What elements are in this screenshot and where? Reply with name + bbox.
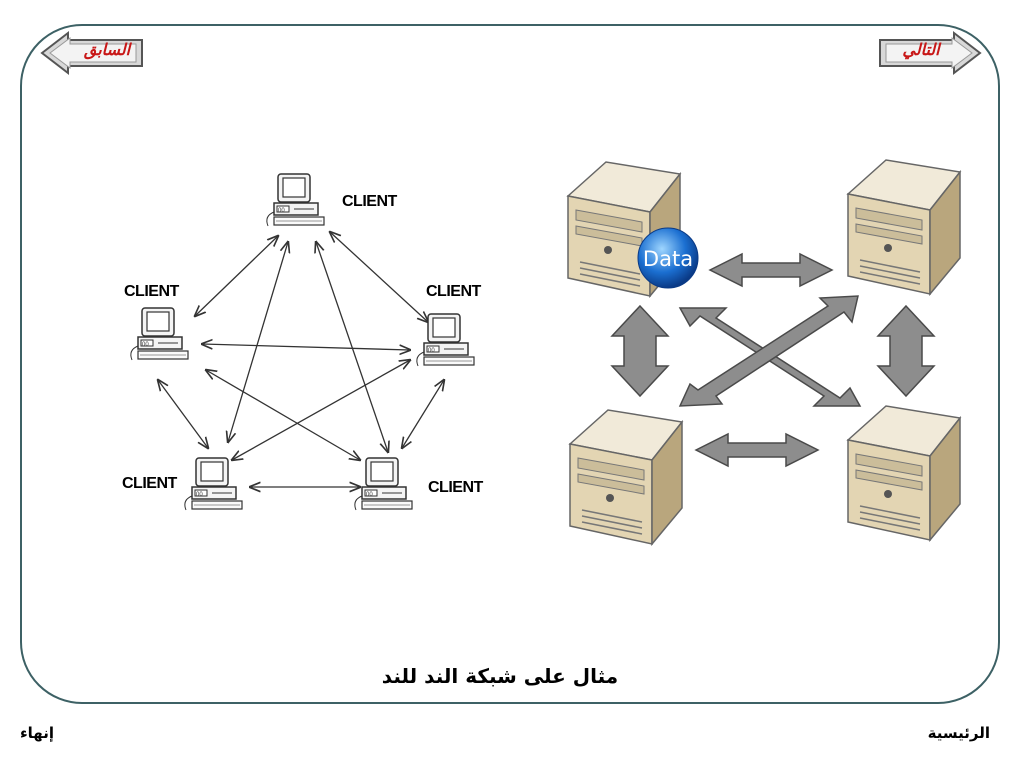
exit-link[interactable]: إنهاء: [20, 724, 54, 742]
server-icon: [847, 405, 961, 541]
diagonal-arrow-icon: [678, 295, 859, 407]
home-link[interactable]: الرئيسية: [927, 724, 990, 742]
client-computer-icon: [130, 307, 189, 361]
previous-button[interactable]: السابق: [38, 30, 146, 76]
client-computer-icon: [416, 313, 475, 367]
client-label: CLIENT: [124, 283, 180, 300]
link-arrow: [206, 370, 360, 460]
server-icon: [569, 409, 683, 545]
double-arrow-icon: [610, 304, 670, 398]
link-arrow: [158, 380, 208, 448]
double-arrow-icon: [694, 432, 820, 468]
link-arrow: [330, 232, 428, 322]
data-label: Data: [643, 247, 693, 271]
data-globe-icon: [637, 227, 699, 289]
link-arrow: [202, 344, 410, 350]
server-mesh-diagram: Data: [567, 159, 961, 545]
client-computer-icon: [354, 457, 413, 511]
slide-frame: [20, 24, 1000, 704]
left-arrow-icon: [40, 30, 143, 76]
client-label: CLIENT: [122, 475, 178, 492]
client-label: CLIENT: [426, 283, 482, 300]
client-label: CLIENT: [342, 193, 398, 210]
double-arrow-icon: [876, 304, 936, 398]
link-arrow: [232, 360, 410, 460]
link-arrow: [402, 380, 444, 448]
link-arrow: [195, 236, 278, 316]
double-arrow-icon: [708, 252, 834, 288]
slide-caption: مثال على شبكة الند للند: [381, 664, 619, 688]
server-icon: [847, 159, 961, 295]
client-computer-icon: [184, 457, 243, 511]
next-button[interactable]: التالي: [876, 30, 984, 76]
previous-button-label: السابق: [83, 42, 131, 59]
client-label: CLIENT: [428, 479, 484, 496]
next-button-label: التالي: [902, 42, 940, 59]
client-computer-icon: [266, 173, 325, 227]
right-arrow-icon: [879, 30, 982, 76]
p2p-client-diagram: [158, 232, 444, 487]
